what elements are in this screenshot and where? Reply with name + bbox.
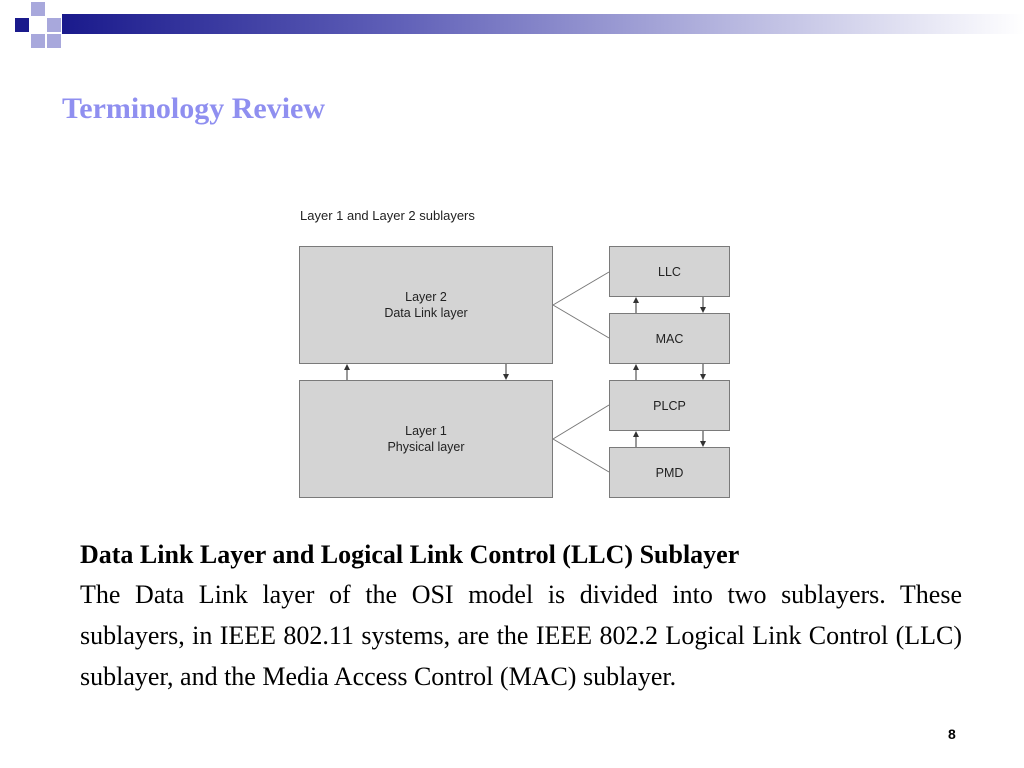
llc-label: LLC [658,264,681,279]
connector-layer2-mac [552,304,610,339]
slide-body: Data Link Layer and Logical Link Control… [80,538,962,697]
layer1-sublabel: Physical layer [387,440,465,454]
deco-square [47,18,61,32]
header-decoration [0,0,1024,60]
layer2-label: Layer 2 [405,290,447,304]
layer2-box: Layer 2 Data Link layer [299,246,553,364]
pmd-label: PMD [655,465,684,480]
figure-caption: Layer 1 and Layer 2 sublayers [300,208,475,223]
deco-square [31,2,45,16]
deco-square [31,34,45,48]
connector-layer1-plcp [552,404,610,440]
connector-layer1-pmd [552,438,610,473]
deco-square [47,34,61,48]
slide-title: Terminology Review [62,92,326,125]
layer1-label: Layer 1 [405,424,447,438]
body-heading: Data Link Layer and Logical Link Control… [80,540,740,569]
llc-box: LLC [609,246,730,297]
mac-box: MAC [609,313,730,364]
page-number: 8 [948,726,956,742]
header-gradient-bar [62,14,1024,34]
plcp-box: PLCP [609,380,730,431]
plcp-label: PLCP [653,398,686,413]
body-paragraph: The Data Link layer of the OSI model is … [80,580,962,691]
mac-label: MAC [655,331,684,346]
layer1-box: Layer 1 Physical layer [299,380,553,498]
pmd-box: PMD [609,447,730,498]
layer2-sublabel: Data Link layer [384,306,468,320]
deco-square [15,18,29,32]
connector-layer2-llc [552,271,610,306]
